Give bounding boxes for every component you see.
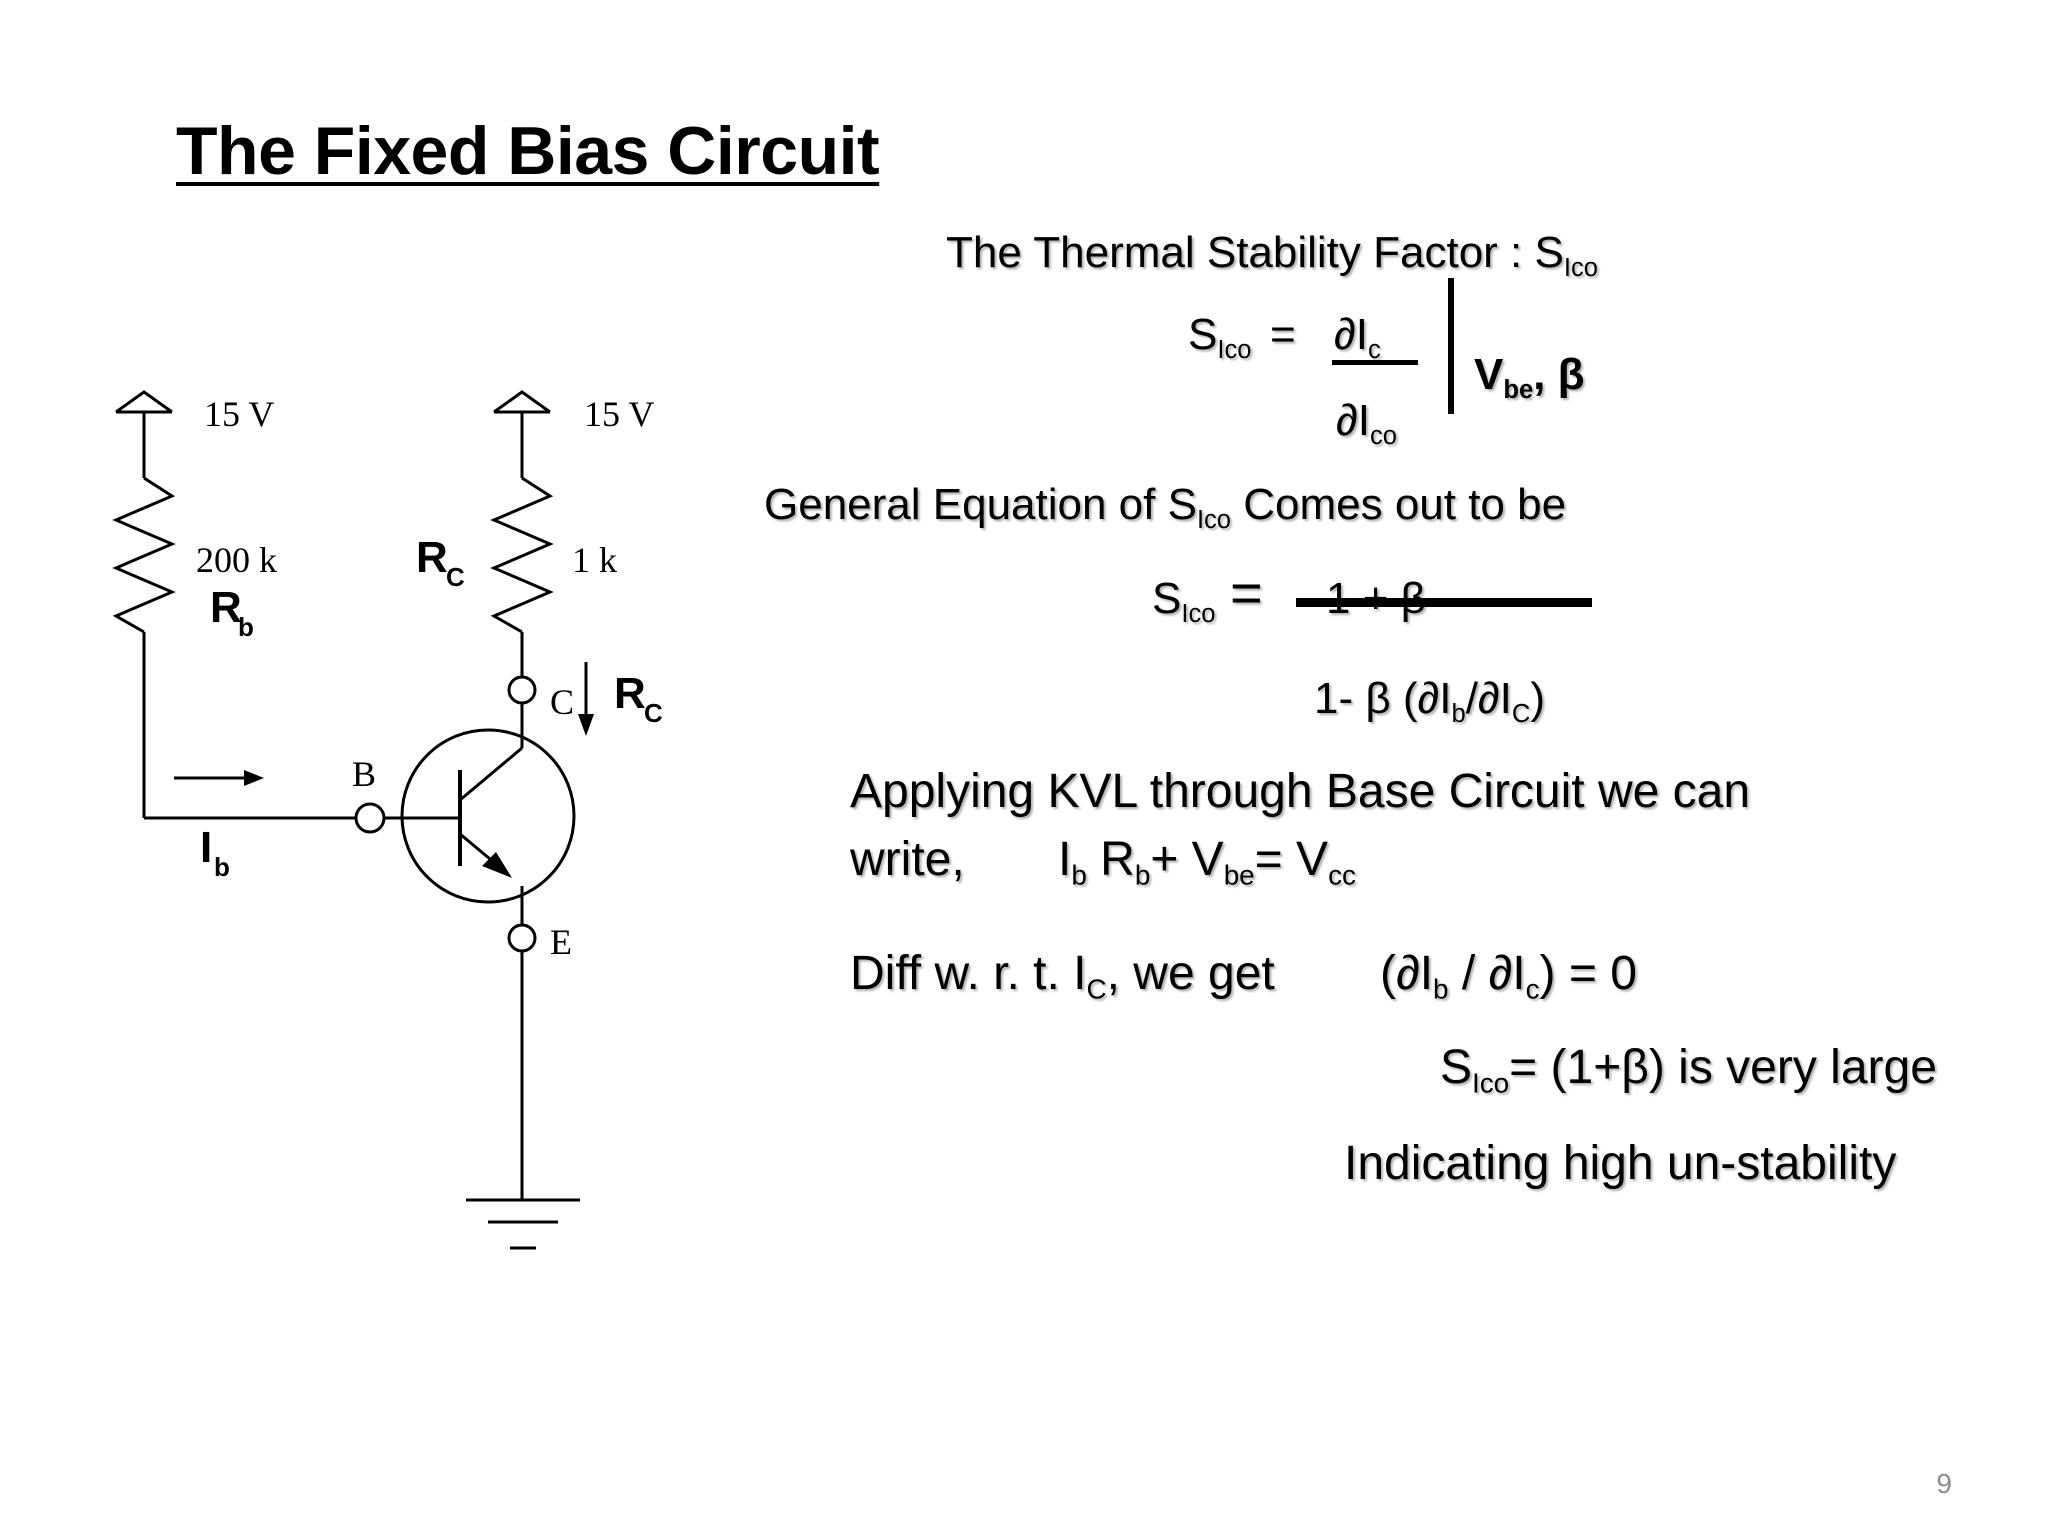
kvl-line-1: Applying KVL through Base Circuit we can xyxy=(850,765,1751,818)
slide-title: The Fixed Bias Circuit xyxy=(176,113,880,189)
page-number: 9 xyxy=(1936,1468,1952,1499)
supply-right-label: 15 V xyxy=(584,394,654,434)
rb-resistor xyxy=(112,476,176,634)
eq1-equals: = xyxy=(1270,310,1296,359)
emitter-terminal xyxy=(507,923,537,953)
eq2-fraction-line xyxy=(1296,598,1592,607)
rc-resistor xyxy=(490,476,554,634)
supply-arrow-right xyxy=(493,390,551,414)
eq1-fraction-line xyxy=(1332,360,1418,365)
rc-label-left: R xyxy=(416,533,448,582)
fixed-bias-circuit-diagram: 15 V 15 V 200 k 1 k C B E R b R C R C I … xyxy=(112,390,663,1250)
eq1-lhs: SIco xyxy=(1188,310,1252,364)
eq1-numerator: ∂Ic xyxy=(1334,310,1381,364)
diff-line: Diff w. r. t. IC, we get xyxy=(850,947,1275,1005)
base-terminal xyxy=(354,802,386,834)
diff-result: (∂Ib / ∂Ic) = 0 xyxy=(1380,947,1637,1005)
transistor-body xyxy=(400,728,576,904)
node-e-label: E xyxy=(550,922,572,962)
result-line: SIco= (1+β) is very large xyxy=(1440,1041,1937,1099)
kvl-equation: Ib Rb+ Vbe= Vcc xyxy=(1058,833,1356,891)
ic-arrow-icon xyxy=(578,714,594,736)
rb-label: R xyxy=(210,583,242,632)
rc-value: 1 k xyxy=(572,540,617,580)
thermal-stability-heading: The Thermal Stability Factor : SIco xyxy=(946,228,1598,282)
eq1-denominator: ∂Ico xyxy=(1336,396,1397,450)
supply-left-label: 15 V xyxy=(204,394,274,434)
indicating-line: Indicating high un-stability xyxy=(1344,1137,1897,1190)
eq1-condition: Vbe, β xyxy=(1474,350,1585,404)
rb-value: 200 k xyxy=(196,540,277,580)
ib-arrow-icon xyxy=(244,770,264,786)
rc-label-right-sub: C xyxy=(644,698,663,728)
ib-label: I xyxy=(200,823,212,872)
ib-label-sub: b xyxy=(214,852,230,882)
rb-label-sub: b xyxy=(238,612,254,642)
supply-arrow-left xyxy=(115,390,173,414)
collector-terminal xyxy=(507,675,537,705)
eq2-equals: = xyxy=(1230,561,1263,624)
eq2-lhs: SIco xyxy=(1152,574,1216,628)
kvl-line-2-prefix: write, xyxy=(850,833,965,886)
eq1-evaluation-bar xyxy=(1448,278,1454,414)
rc-label-left-sub: C xyxy=(446,562,465,592)
node-c-label: C xyxy=(550,682,574,722)
node-b-label: B xyxy=(352,754,376,794)
general-equation-heading: General Equation of SIco Comes out to be xyxy=(764,480,1567,534)
eq2-denominator: 1- β (∂Ib/∂IC) xyxy=(1314,674,1545,728)
rc-label-right: R xyxy=(614,669,646,718)
emitter-arrow-icon xyxy=(482,852,512,878)
